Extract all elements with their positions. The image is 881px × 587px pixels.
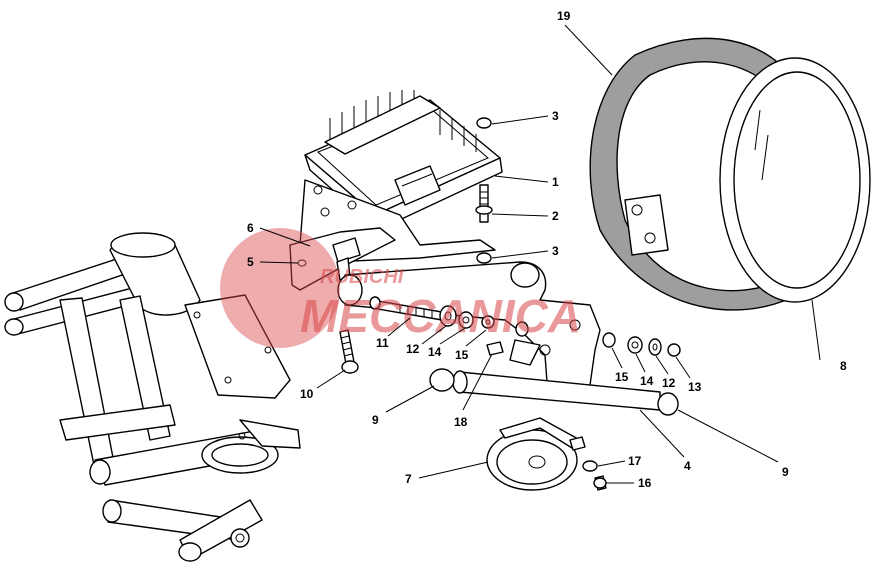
label-6: 6 [247,221,254,235]
label-1: 1 [552,175,559,189]
clip-18 [486,341,504,356]
horn [486,417,586,491]
small-bracket [289,227,396,291]
label-19: 19 [557,9,571,23]
rubber-grommets [429,368,679,416]
watermark-line2: MECCANICA [300,290,581,342]
label-5: 5 [247,255,254,269]
stud-and-nuts [475,117,493,264]
mounting-bolt [339,329,359,374]
part-number-labels: 19 3 1 2 3 6 5 11 10 12 14 15 15 14 12 1… [247,9,847,490]
watermark: RUBICHI MECCANICA [220,228,581,348]
label-2: 2 [552,209,559,223]
headlight-assembly [589,37,871,311]
headstock-plate [184,294,291,399]
label-16: 16 [638,476,652,490]
label-14-right: 14 [640,374,654,388]
left-fastener-stack [439,305,529,337]
label-18: 18 [454,415,468,429]
label-12-right: 12 [662,376,676,390]
long-bolt [369,296,443,321]
label-4: 4 [684,459,691,473]
label-13: 13 [688,380,702,394]
label-17: 17 [628,454,642,468]
label-10: 10 [300,387,314,401]
label-12-left: 12 [406,342,420,356]
label-15-right: 15 [615,370,629,384]
leader-lines [259,24,821,484]
label-14-left: 14 [428,345,442,359]
label-7: 7 [405,472,412,486]
right-fastener-stack [602,332,681,357]
label-3-top: 3 [552,109,559,123]
label-3-bottom: 3 [552,244,559,258]
label-9-left: 9 [372,413,379,427]
frame-tubes [4,232,301,562]
label-8: 8 [840,359,847,373]
watermark-line1: RUBICHI [320,266,404,288]
headlight-support [337,261,661,411]
label-15-left: 15 [455,348,469,362]
label-11: 11 [376,336,389,350]
label-9-right: 9 [782,465,789,479]
watermark-disc [220,228,340,348]
